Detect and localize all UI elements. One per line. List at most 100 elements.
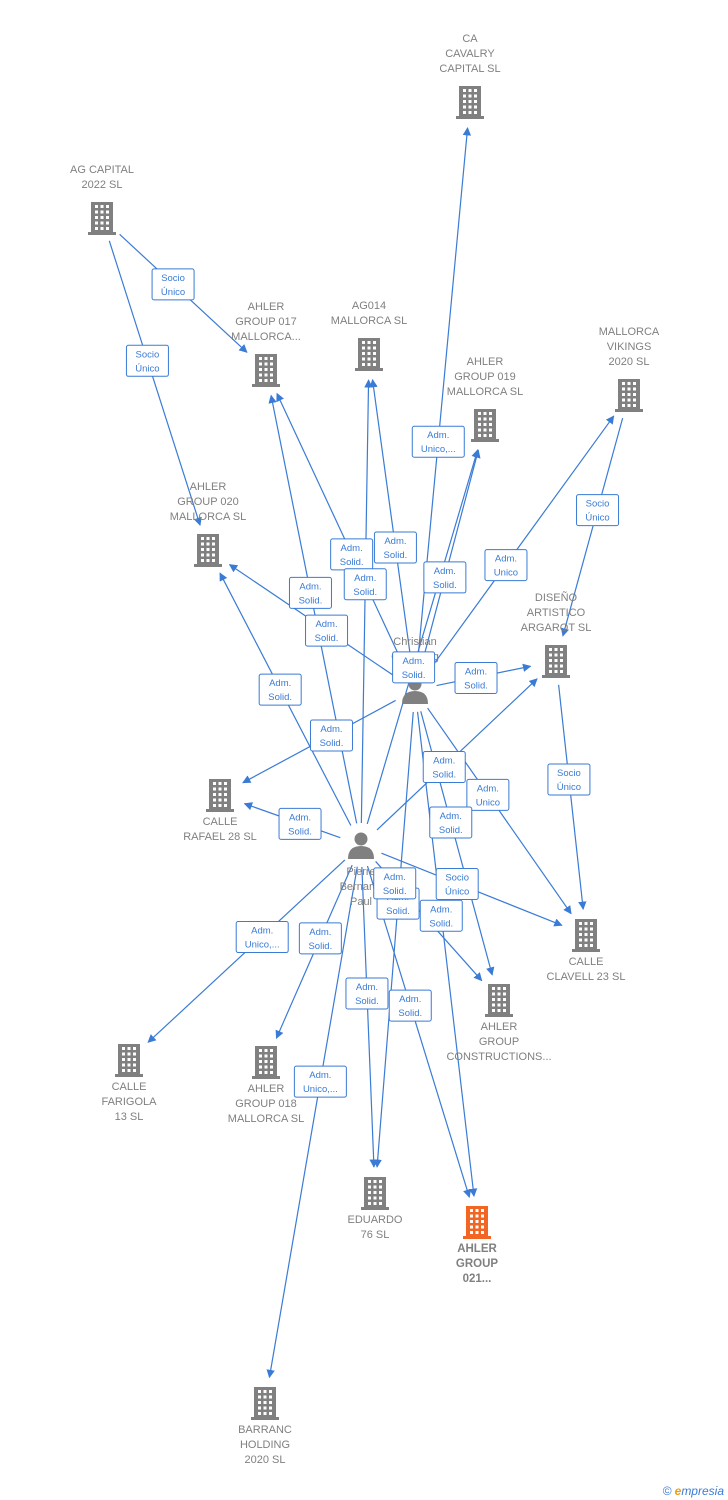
svg-text:Adm.: Adm. bbox=[269, 678, 291, 689]
edge-label-christian-to-diseno[interactable]: Adm.Solid. bbox=[454, 661, 498, 694]
node-label: MALLORCA SL bbox=[331, 315, 407, 327]
edge-label-christian-to-ahler_019[interactable]: Adm.Solid. bbox=[423, 561, 467, 594]
svg-text:Adm.: Adm. bbox=[477, 783, 499, 794]
node-label: CONSTRUCTIONS... bbox=[446, 1051, 551, 1063]
node-label: AHLER bbox=[248, 1083, 285, 1095]
edge-label-pierre-to-calle_farigola[interactable]: Adm.Unico,... bbox=[235, 921, 289, 954]
edge-label-pierre-to-diseno[interactable]: Adm.Solid. bbox=[422, 750, 466, 783]
edge-pierre-to-ahler_019 bbox=[366, 449, 480, 825]
building-icon bbox=[463, 1206, 491, 1239]
edge-label-christian-to-ca_cavalry[interactable]: Adm.Unico,... bbox=[411, 425, 465, 458]
edge-label-christian-to-ag014[interactable]: Adm.Solid. bbox=[373, 531, 417, 564]
building-icon bbox=[572, 919, 600, 952]
brand-logo-initial[interactable]: e bbox=[674, 1484, 682, 1498]
svg-text:Solid.: Solid. bbox=[464, 680, 488, 691]
node-label: CA bbox=[462, 33, 478, 45]
svg-text:Solid.: Solid. bbox=[355, 996, 379, 1007]
edge-label-pierre-to-barranc[interactable]: Adm.Unico,... bbox=[293, 1065, 347, 1098]
edge-label-christian-to-mallorca_vikings[interactable]: Adm. Unico bbox=[484, 549, 528, 582]
node-label: GROUP bbox=[456, 1258, 499, 1270]
svg-text:Adm.: Adm. bbox=[495, 554, 517, 565]
svg-text:Adm.: Adm. bbox=[430, 904, 452, 915]
svg-text:Socio: Socio bbox=[445, 872, 469, 883]
building-icon bbox=[251, 1387, 279, 1420]
node-label: CAPITAL SL bbox=[439, 63, 500, 75]
building-icon bbox=[542, 645, 570, 678]
person-icon bbox=[348, 832, 374, 859]
svg-text:Adm.: Adm. bbox=[341, 543, 363, 554]
company-node-ahler_constructions[interactable]: AHLERGROUPCONSTRUCTIONS... bbox=[446, 984, 552, 1063]
svg-text:Adm.: Adm. bbox=[434, 566, 456, 577]
edge-label-christian-to-calle_clavell[interactable]: Adm.Unico bbox=[466, 778, 510, 811]
edge-label-pierre-to-calle_rafael[interactable]: Adm.Solid. bbox=[278, 807, 322, 840]
node-label: AG014 bbox=[352, 300, 386, 312]
node-label: EDUARDO bbox=[347, 1214, 402, 1226]
edge-label-christian-to-ahler_017[interactable]: Adm.Solid. bbox=[330, 538, 374, 571]
edge-christian-to-eduardo bbox=[373, 711, 414, 1168]
svg-text:Solid.: Solid. bbox=[383, 886, 407, 897]
node-label: DISEÑO bbox=[535, 591, 578, 604]
svg-text:Único: Único bbox=[445, 886, 469, 897]
svg-text:Solid.: Solid. bbox=[268, 692, 292, 703]
svg-text:Solid.: Solid. bbox=[439, 825, 463, 836]
edge-label-pierre-to-ag014[interactable]: Adm.Solid. bbox=[343, 568, 387, 601]
node-label: CALLE bbox=[569, 956, 604, 968]
edge-label-pierre-to-ahler_018[interactable]: Adm.Solid. bbox=[298, 922, 342, 955]
svg-text:Único: Único bbox=[557, 782, 581, 793]
edge-label-pierre-to-ahler_019[interactable]: Adm.Solid. bbox=[392, 651, 436, 684]
edge-label-pierre-to-ahler_021[interactable]: Adm.Solid. bbox=[388, 989, 432, 1022]
edge-label-christian-to-calle_rafael[interactable]: Adm.Solid. bbox=[309, 719, 353, 752]
node-label: BARRANC bbox=[238, 1424, 292, 1436]
edge-label-pierre-to-eduardo[interactable]: Adm.Solid. bbox=[345, 977, 389, 1010]
node-label: Christian bbox=[393, 636, 436, 648]
svg-text:Solid.: Solid. bbox=[315, 633, 339, 644]
edge-label-christian-to-ahler_021[interactable]: Adm.Solid. bbox=[419, 899, 463, 932]
edge-label-pierre-to-ahler_017[interactable]: Adm.Solid. bbox=[288, 576, 332, 609]
svg-text:Adm.: Adm. bbox=[440, 811, 462, 822]
edge-label-christian-to-ahler_020[interactable]: Adm.Solid. bbox=[305, 614, 349, 647]
node-label: 76 SL bbox=[361, 1229, 390, 1241]
edge-label-christian-to-ahler_constructions[interactable]: Adm. Solid. bbox=[429, 806, 473, 839]
edge-christian-to-ahler_constructions bbox=[420, 711, 495, 976]
brand-logo-text[interactable]: mpresia bbox=[681, 1484, 724, 1498]
node-label: GROUP 017 bbox=[235, 316, 297, 328]
svg-text:Solid.: Solid. bbox=[320, 738, 344, 749]
edge-label-pierre-to-ahler_020[interactable]: Adm. Solid. bbox=[258, 673, 302, 706]
svg-text:Socio: Socio bbox=[586, 499, 610, 510]
svg-text:Unico: Unico bbox=[494, 568, 518, 579]
svg-text:Adm.: Adm. bbox=[251, 926, 273, 937]
company-node-ahler_021[interactable]: AHLERGROUP021... bbox=[456, 1206, 499, 1285]
svg-text:Único: Único bbox=[135, 363, 159, 374]
node-label: MALLORCA SL bbox=[447, 386, 523, 398]
node-label: AHLER bbox=[190, 481, 227, 493]
node-label: CALLE bbox=[112, 1081, 147, 1093]
svg-text:Adm.: Adm. bbox=[289, 812, 311, 823]
svg-text:Solid.: Solid. bbox=[402, 670, 426, 681]
node-label: MALLORCA bbox=[599, 326, 660, 338]
edge-christian-to-ahler_019 bbox=[420, 449, 481, 669]
edge-label-pierre-to-ahler_constructions[interactable]: Adm.Solid. bbox=[373, 867, 417, 900]
svg-text:Adm.: Adm. bbox=[299, 581, 321, 592]
company-node-eduardo[interactable]: EDUARDO 76 SL bbox=[347, 1177, 403, 1241]
edge-pierre-to-eduardo bbox=[361, 866, 378, 1168]
